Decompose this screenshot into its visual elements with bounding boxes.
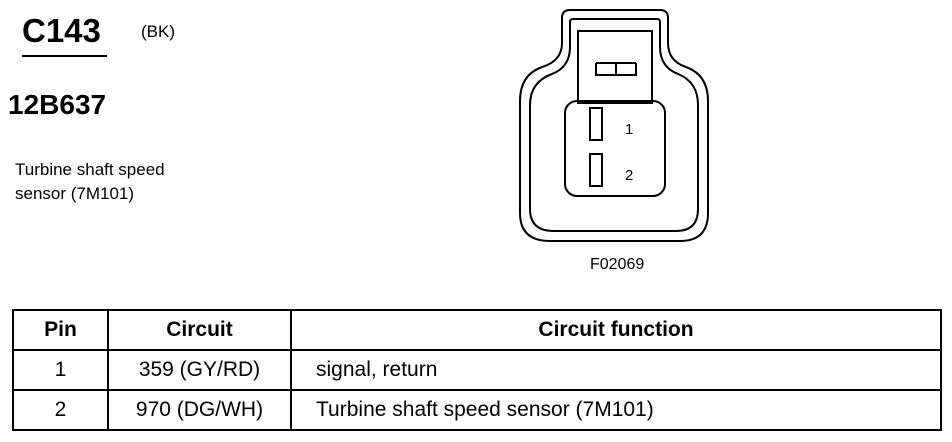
circuit-cell: 359 (GY/RD)	[107, 349, 292, 391]
part-number: 12B637	[8, 89, 107, 120]
latch	[577, 30, 653, 104]
pinout-table: Pin Circuit Circuit function 1 359 (GY/R…	[12, 309, 942, 431]
terminal-1	[589, 107, 603, 141]
header-circuit: Circuit	[107, 309, 292, 351]
connector-id-underline	[22, 55, 107, 57]
function-cell: Turbine shaft speed sensor (7M101)	[290, 389, 942, 431]
table-row: 1 359 (GY/RD) signal, return	[12, 349, 942, 391]
figure-id: F02069	[590, 256, 645, 273]
terminal-2	[589, 153, 603, 187]
description-line-2: sensor (7M101)	[15, 184, 135, 203]
function-cell: signal, return	[290, 349, 942, 391]
pin-label-2: 2	[625, 167, 633, 184]
pin-label-1: 1	[625, 121, 633, 138]
pin-cell: 2	[12, 389, 109, 431]
description-line-1: Turbine shaft speed	[15, 160, 165, 179]
component-description: Turbine shaft speed sensor (7M101)	[15, 158, 165, 206]
pin-cell: 1	[12, 349, 109, 391]
connector-face-diagram: 1 2	[519, 9, 709, 242]
header-circuit-function: Circuit function	[290, 309, 942, 351]
pin-face	[564, 100, 666, 197]
circuit-cell: 970 (DG/WH)	[107, 389, 292, 431]
housing-inner-outline	[529, 18, 699, 232]
connector-id: C143	[22, 12, 101, 49]
table-header-row: Pin Circuit Circuit function	[12, 309, 942, 351]
housing-outer-outline	[519, 9, 709, 242]
header-pin: Pin	[12, 309, 109, 351]
table-row: 2 970 (DG/WH) Turbine shaft speed sensor…	[12, 389, 942, 431]
connector-color: (BK)	[141, 22, 175, 41]
